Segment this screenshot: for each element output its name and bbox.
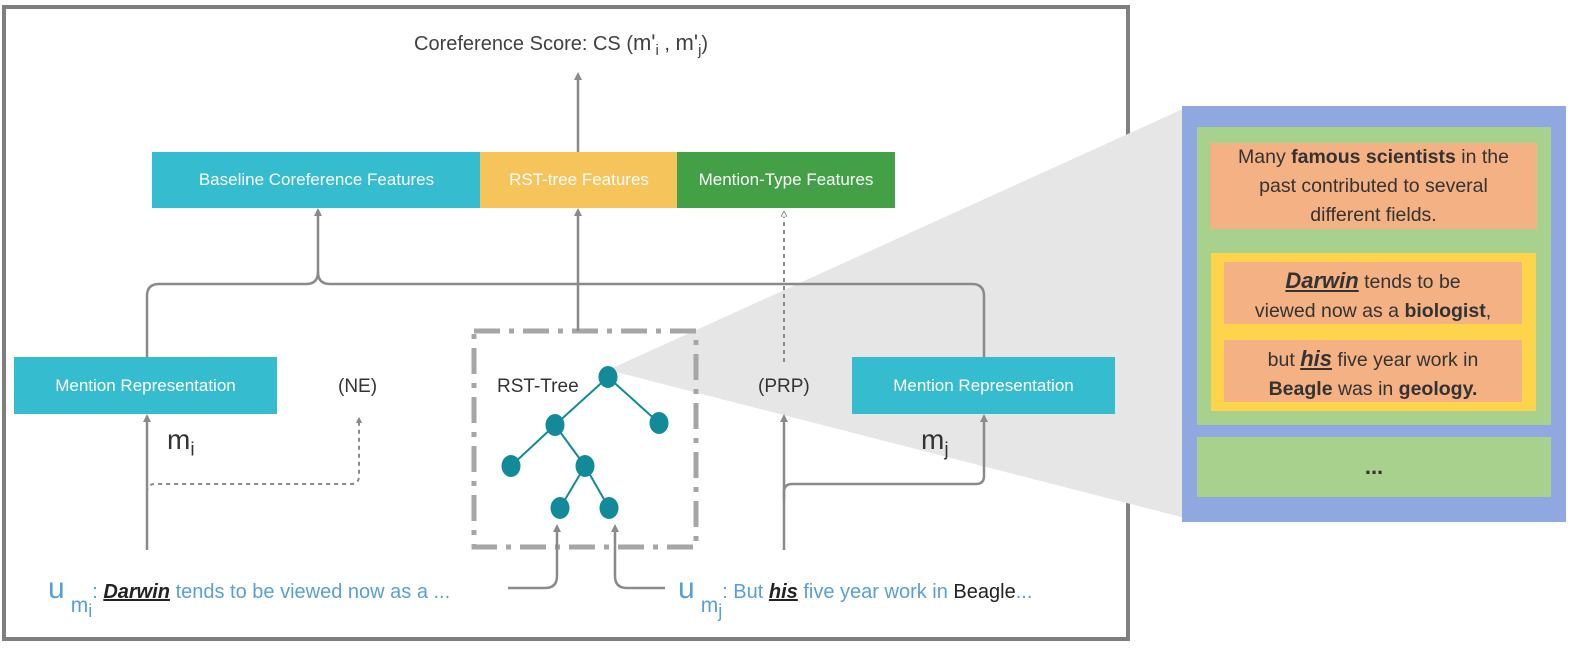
utterance-left-mention: Darwin <box>103 581 170 603</box>
rst-tree-nodes <box>501 366 669 519</box>
right-utterance-to-tree-arrow <box>610 523 665 590</box>
baseline-features-box <box>152 152 481 208</box>
panel-text-his: but his five year work in Beagle was in … <box>1267 346 1479 400</box>
tree-node <box>599 497 619 519</box>
mention-representation-left: Mention Representation <box>55 375 236 395</box>
panel-orange-darwin <box>1224 262 1522 324</box>
tree-node <box>649 412 669 434</box>
mention-representation-right: Mention Representation <box>893 375 1074 395</box>
utterance-right-mention: his <box>768 581 798 603</box>
tree-node <box>545 414 565 436</box>
utterance-u: u <box>678 572 695 605</box>
tree-node <box>575 455 595 477</box>
mention-j-symbol: mj <box>921 424 949 461</box>
tree-node-root <box>598 366 618 388</box>
panel-orange-top <box>1210 143 1537 229</box>
utterance-right: umj: But his five year work in Beagle... <box>678 572 1033 622</box>
mention-type-features-box <box>677 152 895 208</box>
utterance-left: umi: Darwin tends to be viewed now as a … <box>48 572 451 622</box>
tree-node <box>501 455 521 477</box>
baseline-features-label: Baseline Coreference Features <box>198 170 435 189</box>
tree-edge <box>607 376 660 424</box>
tree-edge <box>554 376 609 426</box>
mention-i-symbol: mi <box>167 424 195 461</box>
mention-representation-right-box <box>852 357 1115 414</box>
utterance-to-ne-arrow <box>146 416 363 500</box>
mention-type-features-label: Mention-Type Features <box>698 170 874 189</box>
tree-node <box>550 497 570 519</box>
panel-ellipsis: ... <box>1364 454 1384 479</box>
ne-label: (NE) <box>338 376 378 397</box>
panel-text-darwin: Darwin tends to be viewed now as a biolo… <box>1254 268 1492 322</box>
right-mention-to-baseline-line <box>316 271 986 357</box>
zoom-projection <box>608 108 1185 518</box>
utterance-to-right-mention-arrow <box>782 413 989 500</box>
panel-orange-his <box>1224 340 1522 402</box>
prp-label: (PRP) <box>758 376 810 397</box>
utterance-u: u <box>48 572 65 605</box>
rst-tree-label: RST-Tree <box>497 376 579 397</box>
mention-representation-left-box <box>14 357 277 414</box>
rst-tree-box <box>471 328 699 550</box>
rst-features-label: RST-tree Features <box>509 170 649 189</box>
mentions-to-baseline-arrow <box>145 207 323 357</box>
left-utterance-to-tree-arrow <box>508 523 562 590</box>
panel-text-top: Many famous scientists in the past contr… <box>1238 146 1509 226</box>
coreference-score-label: Coreference Score: CS (m'i , m'j) <box>414 30 709 59</box>
rst-features-box <box>480 152 678 208</box>
panel-green-bottom <box>1197 437 1551 497</box>
